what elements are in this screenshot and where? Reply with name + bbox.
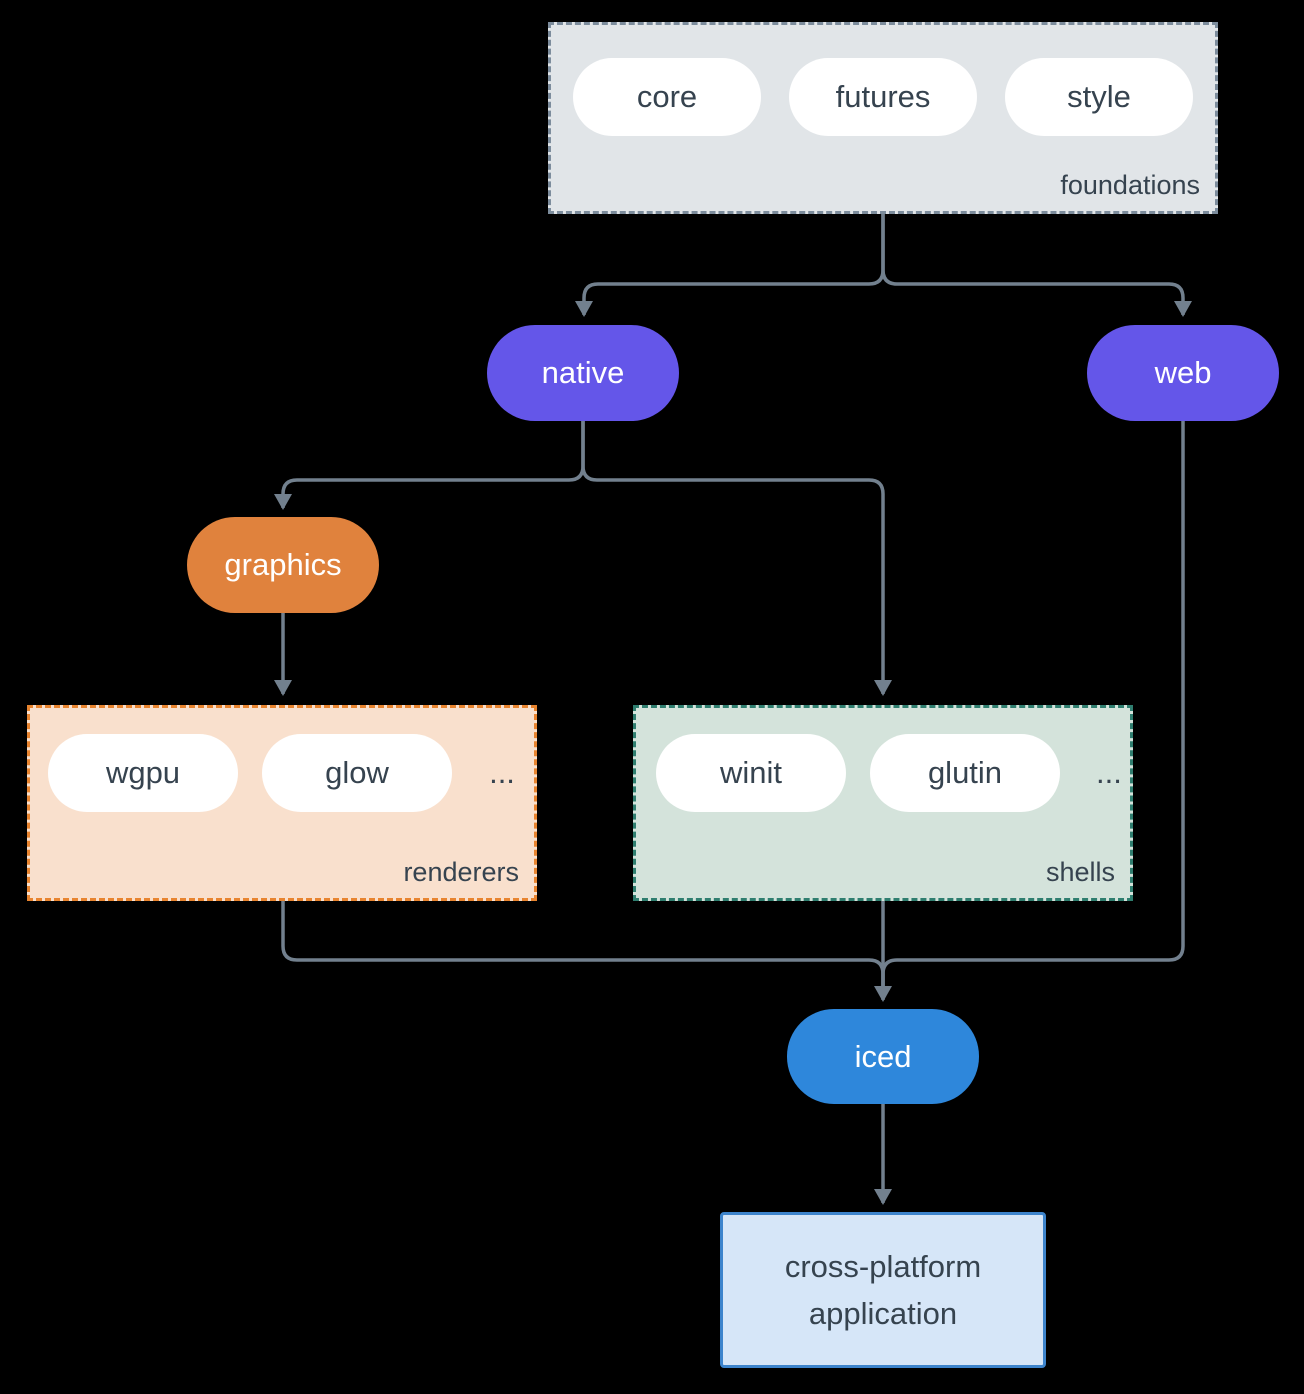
group-foundations: core futures style foundations: [548, 22, 1218, 214]
shells-ellipsis: ...: [1096, 755, 1122, 790]
node-cross-platform-application: cross-platform application: [720, 1212, 1046, 1368]
node-web: web: [1087, 325, 1279, 421]
group-renderers: wgpu glow ... renderers: [27, 705, 537, 901]
renderers-label: renderers: [403, 857, 519, 887]
node-iced: iced: [787, 1009, 979, 1104]
pill-glow: glow: [262, 734, 452, 812]
shells-label: shells: [1045, 857, 1115, 887]
edge-native-graphics: [274, 421, 585, 510]
node-graphics: graphics: [187, 517, 379, 613]
renderers-ellipsis: ...: [489, 755, 515, 790]
application-line2: application: [808, 1296, 958, 1331]
shells-pill-row: winit glutin ...: [656, 734, 1122, 812]
application-line1: cross-platform: [784, 1248, 982, 1284]
pill-glutin: glutin: [870, 734, 1060, 812]
pill-winit: winit: [656, 734, 846, 812]
renderers-pill-row: wgpu glow ...: [48, 734, 516, 812]
edge-renderers-iced: [281, 901, 885, 990]
edge-foundations-web: [881, 214, 1192, 317]
pill-style: style: [1005, 58, 1193, 136]
pill-core: core: [573, 58, 761, 136]
pill-futures: futures: [789, 58, 977, 136]
edge-native-shells: [581, 421, 892, 696]
foundations-label: foundations: [1060, 170, 1200, 200]
group-shells: winit glutin ... shells: [633, 705, 1133, 901]
edge-foundations-native: [575, 214, 885, 317]
node-native: native: [487, 325, 679, 421]
foundations-pill-row: core futures style: [573, 58, 1193, 136]
pill-wgpu: wgpu: [48, 734, 238, 812]
